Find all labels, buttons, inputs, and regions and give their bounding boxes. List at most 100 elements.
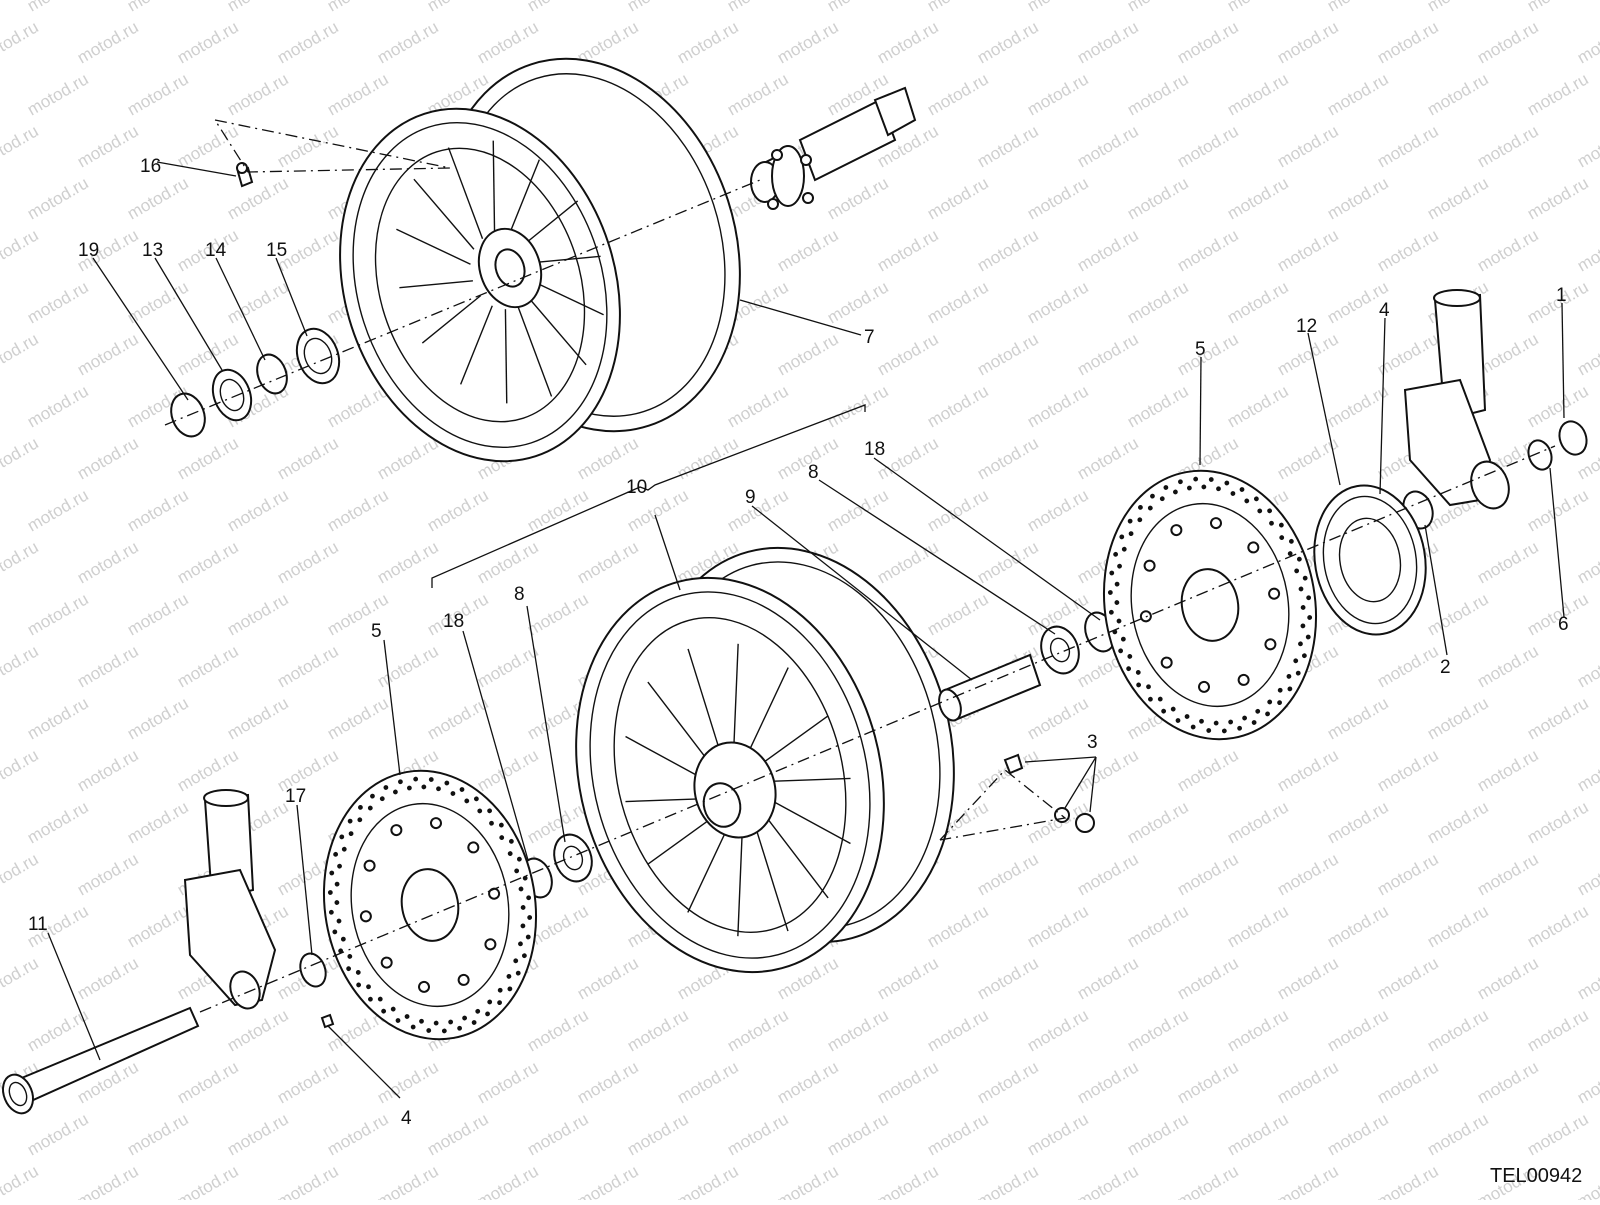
disc-vent-hole: [1224, 480, 1230, 486]
disc-vent-hole: [1118, 648, 1124, 654]
watermark-text: motod.ru: [1174, 849, 1242, 899]
watermark-text: motod.ru: [1124, 797, 1192, 847]
watermark-text: motod.ru: [874, 225, 942, 275]
disc-vent-hole: [347, 818, 353, 824]
watermark-text: motod.ru: [724, 381, 792, 431]
wheel-spoke: [733, 643, 739, 746]
watermark-text: motod.ru: [924, 589, 992, 639]
wheel-spoke: [492, 140, 496, 235]
watermark-text: motod.ru: [974, 1161, 1042, 1200]
watermark-text: motod.ru: [0, 537, 42, 587]
watermark-text: motod.ru: [1124, 1109, 1192, 1159]
callout-15: 15: [266, 240, 287, 261]
watermark-text: motod.ru: [974, 17, 1042, 67]
watermark-text: motod.ru: [1524, 797, 1592, 847]
disc-vent-hole: [334, 881, 340, 887]
disc-vent-hole: [497, 987, 503, 993]
disc-vent-hole: [1244, 498, 1250, 504]
wheel-spoke: [504, 309, 508, 404]
disc-vent-hole: [428, 777, 434, 782]
watermark-text: motod.ru: [1274, 17, 1342, 67]
disc-vent-hole: [1172, 489, 1178, 495]
callout-9: 9: [745, 487, 756, 508]
disc-vent-hole: [514, 868, 520, 874]
watermark-text: motod.ru: [1024, 381, 1092, 431]
watermark-text: motod.ru: [924, 901, 992, 951]
disc-vent-hole: [355, 970, 361, 975]
watermark-text: motod.ru: [924, 381, 992, 431]
disc-vent-hole: [433, 1020, 439, 1026]
watermark-text: motod.ru: [324, 0, 392, 15]
watermark-text: motod.ru: [1174, 953, 1242, 1003]
watermark-text: motod.ru: [1024, 1109, 1092, 1159]
disc-vent-hole: [1127, 654, 1133, 659]
watermark-text: motod.ru: [1024, 693, 1092, 743]
watermark-text: motod.ru: [74, 641, 142, 691]
watermark-text: motod.ru: [974, 745, 1042, 795]
watermark-text: motod.ru: [1324, 901, 1392, 951]
watermark-text: motod.ru: [0, 225, 42, 275]
callout-leaders: [47, 161, 1565, 1099]
watermark-text: motod.ru: [1024, 69, 1092, 119]
watermark-text: motod.ru: [74, 17, 142, 67]
disc-vent-hole: [1305, 634, 1311, 640]
watermark-text: motod.ru: [624, 1005, 692, 1055]
disc-vent-hole: [508, 838, 514, 844]
disc-vent-hole: [426, 1028, 432, 1033]
watermark-text: motod.ru: [974, 849, 1042, 899]
disc-vent-hole: [1161, 708, 1167, 714]
watermark-text: motod.ru: [1474, 849, 1542, 899]
disc-vent-hole: [506, 973, 512, 979]
disc-vent-hole: [1128, 531, 1134, 537]
disc-vent-hole: [1213, 720, 1219, 726]
watermark-text: motod.ru: [724, 69, 792, 119]
watermark-text: motod.ru: [1424, 693, 1492, 743]
disc-vent-hole: [341, 846, 347, 852]
watermark-text: motod.ru: [1374, 225, 1442, 275]
watermark-text: motod.ru: [1074, 1057, 1142, 1107]
watermark-text: motod.ru: [1574, 225, 1600, 275]
watermark-text: motod.ru: [74, 953, 142, 1003]
watermark-text: motod.ru: [224, 1109, 292, 1159]
watermark-text: motod.ru: [874, 953, 942, 1003]
disc-vent-hole: [462, 1015, 468, 1021]
disc-vent-hole: [464, 798, 470, 804]
disc-vent-hole: [328, 909, 334, 915]
watermark-text: motod.ru: [424, 693, 492, 743]
disc-vent-hole: [1216, 486, 1221, 492]
disc-vent-hole: [1269, 520, 1274, 526]
disc-vent-hole: [487, 808, 493, 814]
wheel-assembly-bracket: [431, 404, 866, 588]
watermark-text: motod.ru: [1074, 953, 1142, 1003]
wheel-spoke: [770, 777, 851, 782]
disc-vent-hole: [436, 786, 441, 792]
abs-tone-wheel: [1313, 484, 1427, 636]
front-axle: [2, 1006, 200, 1115]
watermark-text: motod.ru: [274, 1057, 342, 1107]
disc-float-button: [390, 824, 403, 837]
disc-vent-hole: [441, 1028, 447, 1034]
front-brake-disc-right: [1102, 469, 1318, 741]
watermark-text: motod.ru: [1374, 745, 1442, 795]
watermark-text: motod.ru: [824, 1005, 892, 1055]
wheel-spoke: [748, 667, 789, 751]
disc-vent-hole: [1239, 487, 1245, 492]
disc-vent-hole: [1163, 485, 1169, 490]
watermark-text: motod.ru: [124, 69, 192, 119]
disc-vent-hole: [406, 785, 412, 791]
watermark-text: motod.ru: [1324, 1005, 1392, 1055]
disc-vent-hole: [507, 851, 513, 856]
disc-vent-hole: [1286, 673, 1292, 679]
wheel-spoke: [421, 295, 482, 344]
watermark-text: motod.ru: [674, 1161, 742, 1200]
watermark-text: motod.ru: [1074, 433, 1142, 483]
disc-vent-hole: [444, 780, 450, 786]
watermark-text: motod.ru: [174, 641, 242, 691]
watermark-text: motod.ru: [1024, 485, 1092, 535]
watermark-text: motod.ru: [224, 69, 292, 119]
disc-float-button: [1160, 656, 1173, 669]
disc-vent-hole: [1108, 609, 1114, 615]
watermark-text: motod.ru: [1174, 17, 1242, 67]
disc-vent-hole: [520, 905, 526, 910]
watermark-text: motod.ru: [474, 641, 542, 691]
